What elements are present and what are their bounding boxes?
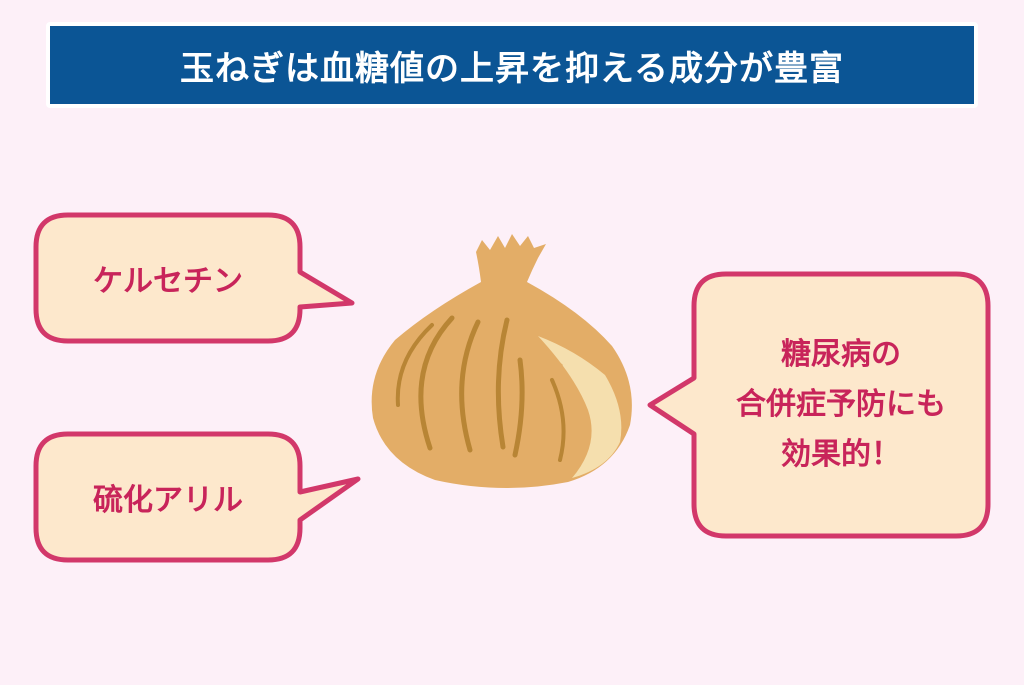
speech-bubble-quercetin bbox=[33, 212, 355, 344]
title-banner-inner: 玉ねぎは血糖値の上昇を抑える成分が豊富 bbox=[50, 26, 974, 104]
page-title: 玉ねぎは血糖値の上昇を抑える成分が豊富 bbox=[180, 48, 844, 89]
speech-bubble-allyl-sulfide bbox=[33, 431, 361, 563]
allyl-sulfide-label: 硫化アリル bbox=[93, 483, 243, 518]
benefit-text: 糖尿病の 合併症予防にも 効果的！ bbox=[694, 274, 988, 536]
quercetin-label: ケルセチン bbox=[93, 264, 243, 299]
benefit-line-3: 効果的！ bbox=[781, 437, 901, 472]
onion-icon bbox=[371, 234, 632, 489]
benefit-line-1: 糖尿病の bbox=[781, 337, 901, 372]
speech-bubble-benefit bbox=[647, 271, 991, 539]
benefit-line-2: 合併症予防にも bbox=[736, 387, 946, 422]
title-banner: 玉ねぎは血糖値の上昇を抑える成分が豊富 bbox=[46, 22, 978, 108]
